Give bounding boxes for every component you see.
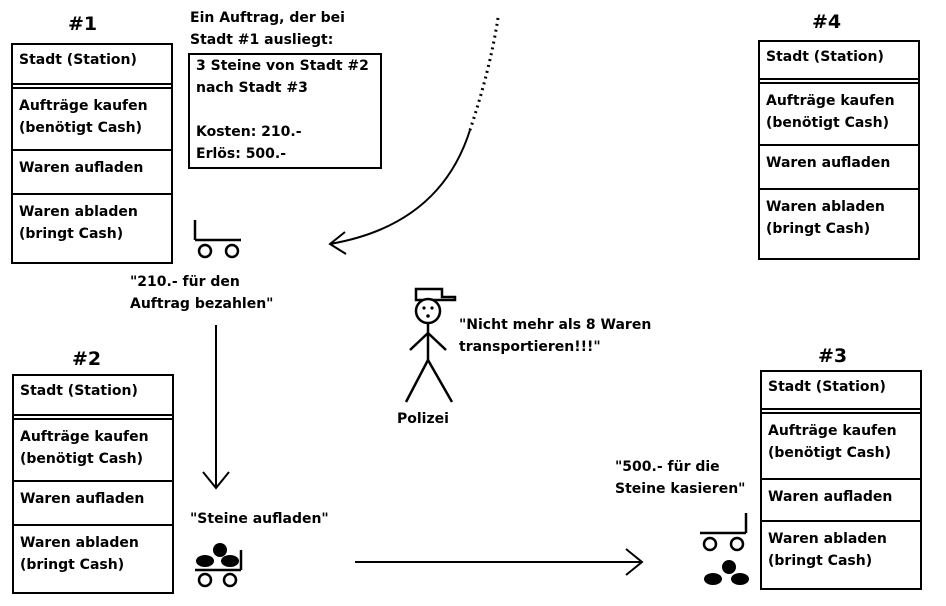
station-buy-orders-row: Aufträge kaufen (benötigt Cash) xyxy=(762,414,920,480)
order-revenue: Erlös: 500.- xyxy=(196,146,287,162)
police-quote: "Nicht mehr als 8 Waren transportieren!!… xyxy=(459,317,652,355)
station-unload-row: Waren abladen (bringt Cash) xyxy=(766,199,885,237)
station-4-number: #4 xyxy=(812,11,842,33)
dotted-track xyxy=(468,17,500,131)
station-2-number: #2 xyxy=(72,348,102,370)
load-goods-caption: "Steine aufladen" xyxy=(190,511,329,527)
station-city-row: Stadt (Station) xyxy=(762,372,920,414)
order-route-line-1: 3 Steine von Stadt #2 xyxy=(196,58,369,74)
station-1-box: Stadt (Station) Aufträge kaufen (benötig… xyxy=(11,43,173,264)
order-route-line-2: nach Stadt #3 xyxy=(196,80,308,96)
station-1-number: #1 xyxy=(68,13,98,35)
station-2-box: Stadt (Station) Aufträge kaufen (benötig… xyxy=(12,374,174,594)
police-figure-icon xyxy=(404,287,457,403)
right-arrow-head xyxy=(625,548,644,576)
station-city-row: Stadt (Station) xyxy=(14,376,172,420)
station-unload-row: Waren abladen (bringt Cash) xyxy=(768,531,887,569)
empty-cart-icon xyxy=(193,220,241,259)
down-arrow-head xyxy=(202,471,230,490)
station-buy-orders-row: Aufträge kaufen (benötigt Cash) xyxy=(14,420,172,482)
station-load-row: Waren aufladen xyxy=(760,146,918,190)
station-load-row: Waren aufladen xyxy=(14,482,172,526)
station-buy-orders-row: Aufträge kaufen (benötigt Cash) xyxy=(13,89,171,151)
station-load-row: Waren aufladen xyxy=(13,151,171,195)
curved-arrow-head xyxy=(328,231,347,255)
station-load-row: Waren aufladen xyxy=(762,480,920,522)
collect-cash-caption: "500.- für die Steine kasieren" xyxy=(615,459,746,497)
station-3-box: Stadt (Station) Aufträge kaufen (benötig… xyxy=(760,370,922,590)
station-city-row: Stadt (Station) xyxy=(760,42,918,84)
station-3-number: #3 xyxy=(818,345,848,367)
curved-arrow xyxy=(329,129,471,245)
pay-order-caption: "210.- für den Auftrag bezahlen" xyxy=(130,274,274,312)
station-buy-orders-row: Aufträge kaufen (benötigt Cash) xyxy=(760,84,918,146)
order-cost: Kosten: 210.- xyxy=(196,124,302,140)
order-intro-text: Ein Auftrag, der bei Stadt #1 ausliegt: xyxy=(190,10,345,48)
unloaded-cart-icon xyxy=(700,513,749,585)
order-box: 3 Steine von Stadt #2 nach Stadt #3 Kost… xyxy=(188,53,382,169)
loaded-cart-icon xyxy=(195,543,243,588)
police-label: Polizei xyxy=(397,411,449,427)
station-unload-row: Waren abladen (bringt Cash) xyxy=(20,535,139,573)
station-4-box: Stadt (Station) Aufträge kaufen (benötig… xyxy=(758,40,920,260)
station-city-row: Stadt (Station) xyxy=(13,45,171,89)
station-unload-row: Waren abladen (bringt Cash) xyxy=(19,204,138,242)
